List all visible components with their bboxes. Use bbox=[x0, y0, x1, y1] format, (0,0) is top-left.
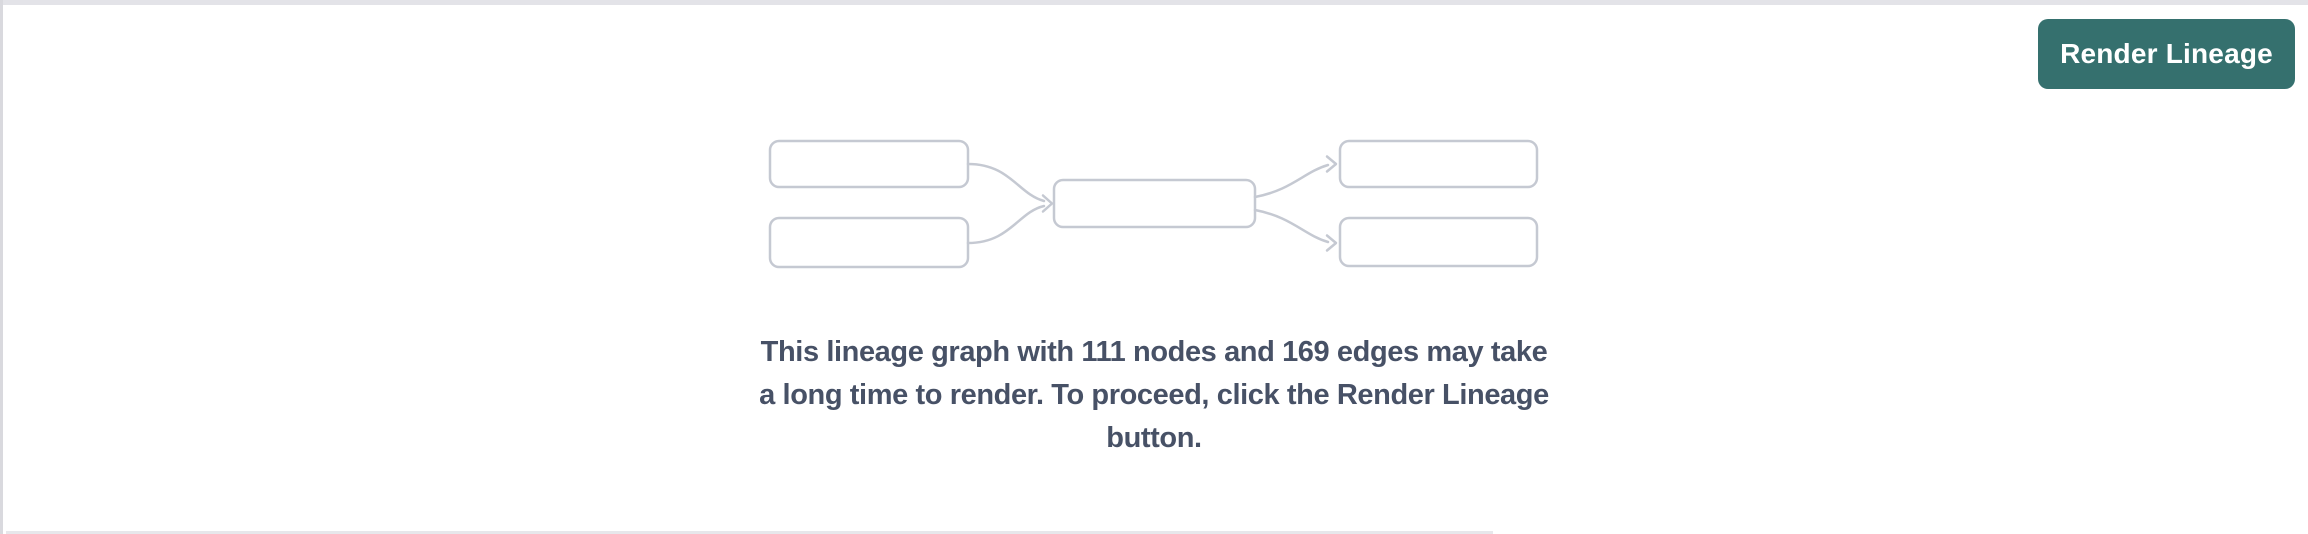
arrowhead-icon bbox=[1041, 194, 1054, 213]
placeholder-edge bbox=[966, 204, 1046, 245]
lineage-warning-line: button. bbox=[1106, 422, 1202, 454]
placeholder-node bbox=[1052, 178, 1257, 229]
placeholder-edge bbox=[1253, 208, 1330, 244]
lineage-warning-message: This lineage graph with 111 nodes and 16… bbox=[0, 331, 2308, 460]
placeholder-node bbox=[768, 216, 970, 269]
lineage-graph-placeholder-icon bbox=[768, 139, 1539, 269]
placeholder-edge bbox=[966, 162, 1046, 203]
left-divider bbox=[0, 0, 3, 534]
placeholder-edge bbox=[1253, 163, 1330, 199]
lineage-warning-line: a long time to render. To proceed, click… bbox=[759, 379, 1549, 411]
placeholder-node bbox=[1338, 139, 1539, 189]
placeholder-node bbox=[768, 139, 970, 189]
placeholder-node bbox=[1338, 216, 1539, 268]
bottom-divider bbox=[6, 531, 1493, 534]
arrowhead-icon bbox=[1325, 155, 1338, 173]
arrowhead-icon bbox=[1325, 234, 1338, 252]
render-lineage-button[interactable]: Render Lineage bbox=[2038, 19, 2295, 89]
lineage-warning-line: This lineage graph with 111 nodes and 16… bbox=[760, 336, 1548, 368]
top-divider bbox=[3, 0, 2308, 5]
